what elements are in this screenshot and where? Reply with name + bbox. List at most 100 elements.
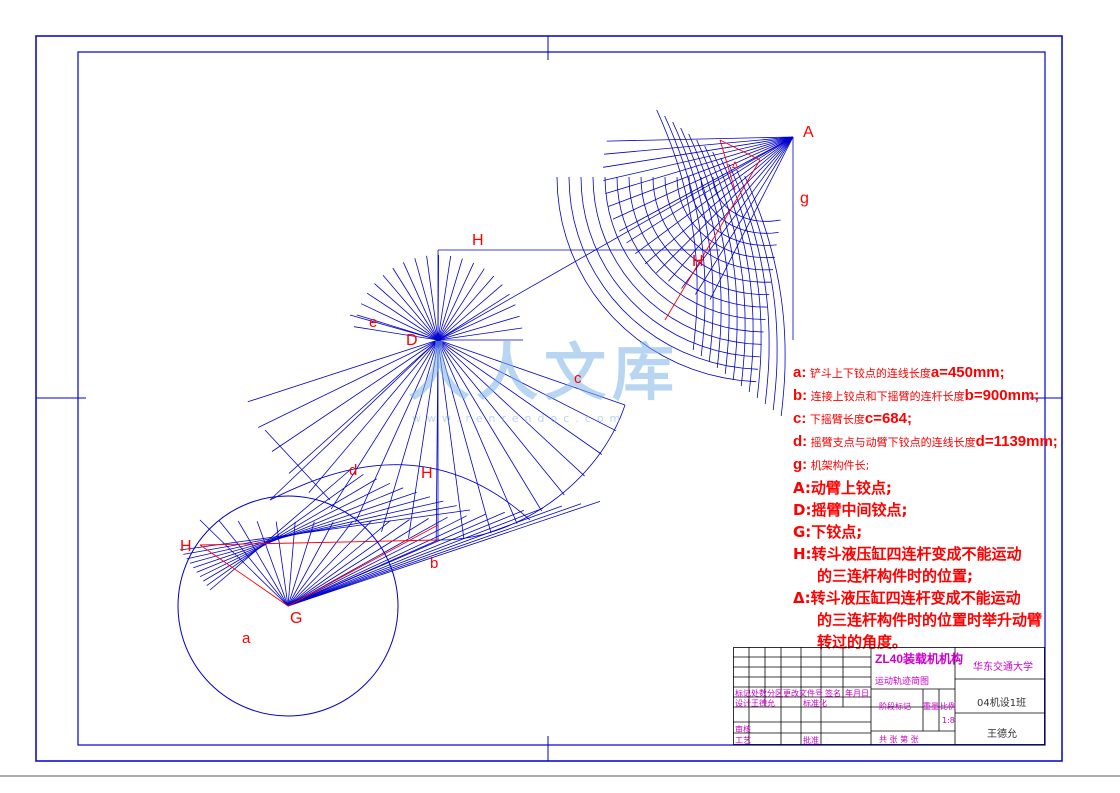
d-upper-fan [382, 274, 439, 341]
bucket-arc [656, 109, 698, 351]
crossing-line [186, 500, 444, 560]
d-upper-fan [437, 255, 452, 341]
note-a: a: 铲斗上下铰点的连线长度a=450mm; [793, 364, 1005, 381]
bucket-arc [680, 127, 722, 369]
label-g-length: g [800, 190, 809, 207]
bucket-arc [672, 121, 714, 363]
d-upper-fan [392, 267, 439, 341]
weight-label: 重量 [923, 702, 939, 711]
title-block-grid [733, 647, 1045, 745]
d-upper-fan [437, 304, 516, 341]
note-g: g: 机架构件长; [793, 456, 870, 473]
g-fan-line [287, 501, 601, 607]
a-arc [628, 176, 768, 308]
bucket-link-circle [177, 495, 399, 717]
author-name: 王德允 [987, 729, 1017, 740]
row-label-mark: 标记 [735, 689, 751, 698]
d-lower-fan [437, 339, 465, 539]
label-h-left: H [180, 538, 192, 555]
bucket-arc [728, 163, 770, 405]
crossing-line [183, 505, 457, 555]
a-fan-line [695, 136, 794, 295]
a-arc [640, 176, 770, 295]
g-fan-line [275, 521, 289, 607]
dimension-notes: a: 铲斗上下铰点的连线长度a=450mm; b: 连接上铰点和下摇臂的连杆长度… [793, 362, 1058, 653]
link-e [349, 314, 439, 341]
d-lower-fan [437, 339, 565, 496]
a-fan-line [635, 136, 794, 255]
scale-value: 1:8 [942, 716, 955, 725]
crossing-line [179, 509, 471, 551]
g-fan-line [287, 521, 334, 607]
row-label-review: 审核 [735, 725, 751, 734]
d-lower-fan [437, 339, 518, 524]
g-fan-line [287, 520, 372, 607]
g-fan-line [256, 521, 289, 607]
g-fan-line [287, 513, 486, 607]
d-lower-fan [271, 339, 439, 452]
g-fan-line [287, 505, 563, 607]
d-upper-fan [437, 327, 523, 341]
g-fan-line [199, 519, 289, 607]
bucket-arc [664, 115, 706, 357]
d-upper-fan [374, 283, 439, 341]
label-h-mid: H [421, 465, 433, 482]
d-lower-fan [288, 339, 439, 474]
row-label-sign: 签名 [825, 689, 841, 698]
row-label-process: 工艺 [735, 736, 751, 745]
row-label-zone: 分区 [767, 689, 783, 698]
g-fan-line [287, 510, 524, 607]
legend-delta-3: 转过的角度。 [817, 633, 908, 651]
d-upper-fan [437, 275, 495, 341]
d-upper-fan [437, 315, 520, 341]
crossing-line [193, 491, 417, 569]
label-g-point: G [290, 610, 303, 627]
red-link [287, 524, 439, 607]
red-line [719, 139, 761, 161]
boom-line [437, 136, 794, 341]
label-a-length: a [242, 630, 251, 647]
a-fan-line [644, 136, 794, 265]
designer-name: 王德允 [751, 699, 775, 708]
d-lower-fan [258, 339, 439, 428]
stage-label: 阶段标记 [879, 702, 911, 711]
d-upper-fan [437, 268, 485, 341]
a-fan-line [604, 136, 794, 155]
row-label-date: 年月日 [845, 689, 869, 698]
g-fan-line [287, 521, 353, 607]
label-h-top: H [472, 232, 484, 249]
bucket-arc [704, 145, 746, 387]
d-lower-fan [381, 339, 439, 533]
d-upper-fan [437, 262, 475, 341]
g-fan-line [287, 507, 544, 607]
bucket-arc [736, 169, 778, 411]
g-fan-line [237, 520, 289, 607]
g-fan-line [287, 515, 467, 607]
d-lower-fan [330, 339, 439, 510]
g-fan-line [287, 520, 391, 607]
a-arc [712, 176, 781, 222]
label-e: e [369, 314, 378, 331]
d-upper-fan [437, 293, 510, 341]
a-fan-line [606, 136, 794, 142]
note-b: b: 连接上铰点和下摇臂的连杆长度b=900mm; [793, 387, 1040, 404]
a-fan-line [603, 136, 794, 181]
link-b [287, 539, 439, 607]
note-d: d: 摇臂支点与动臂下铰点的连线长度d=1139mm; [793, 433, 1058, 450]
crossing-line [196, 487, 404, 573]
drawing-title: ZL40装载机机构 [875, 652, 964, 666]
crossing-line [203, 478, 377, 582]
a-fan-line [608, 136, 794, 207]
d-lower-fan [435, 339, 439, 541]
bucket-arc [688, 133, 730, 375]
a-arc [592, 176, 762, 345]
a-arc [700, 176, 779, 234]
d-lower-fan [437, 339, 617, 432]
d-upper-fan [426, 255, 439, 341]
d-lower-fan [355, 339, 439, 523]
a-arc [676, 176, 775, 259]
crossing-line [209, 469, 351, 591]
d-upper-fan [360, 303, 439, 341]
red-line [719, 139, 736, 191]
